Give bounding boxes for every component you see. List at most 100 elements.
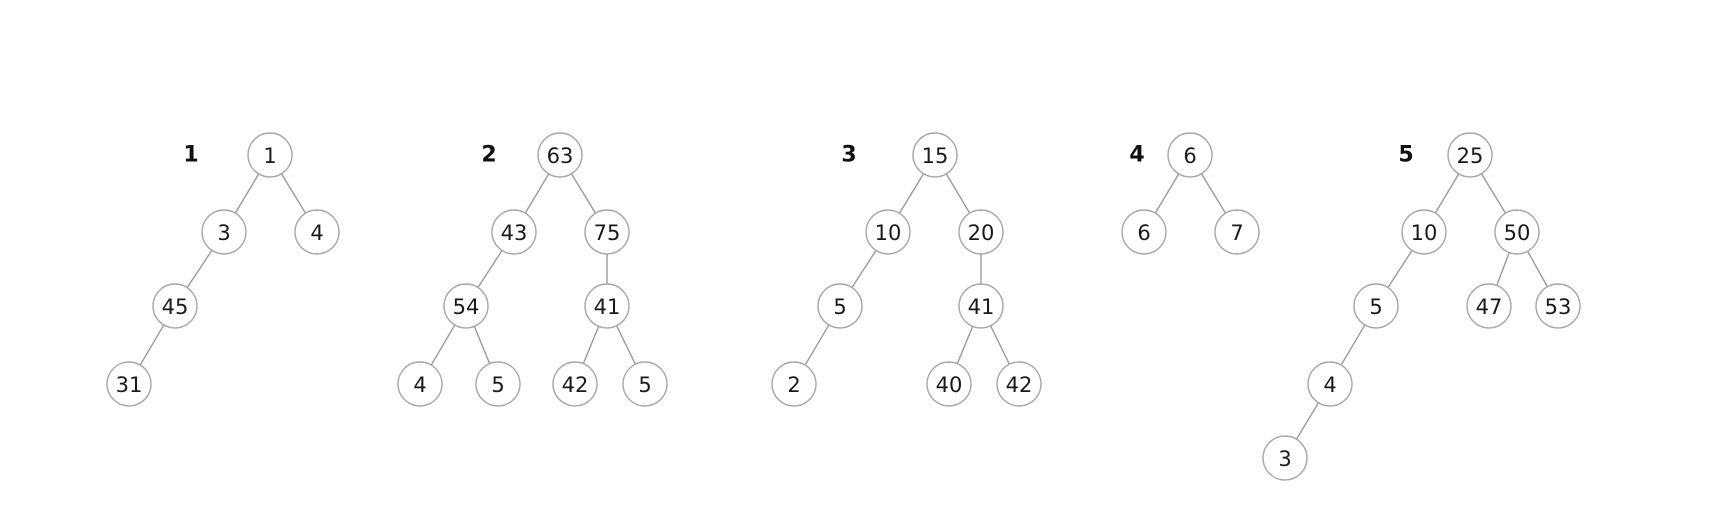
node-value: 5: [1369, 295, 1382, 319]
tree-2-edge: [524, 173, 550, 214]
node-circle: [1466, 283, 1512, 329]
tree-3-edge: [956, 326, 974, 364]
tree-4-edge: [1200, 173, 1227, 214]
tree-2-node: 5: [475, 361, 521, 407]
node-circle: [926, 361, 972, 407]
tree-4-node: 6: [1167, 132, 1213, 178]
tree-2-node: 4: [397, 361, 443, 407]
tree-2-edge: [473, 326, 491, 364]
tree-3-edge: [990, 325, 1010, 365]
node-circle: [247, 132, 293, 178]
node-circle: [397, 361, 443, 407]
tree-3-node: 5: [817, 283, 863, 329]
node-circle: [294, 209, 340, 255]
node-circle: [443, 283, 489, 329]
node-value: 5: [638, 373, 651, 397]
node-circle: [1401, 209, 1447, 255]
edges-layer: [139, 173, 1548, 440]
tree-1-edge: [139, 324, 165, 366]
tree-5-node: 4: [1307, 361, 1353, 407]
node-circle: [552, 361, 598, 407]
tree-1-edge: [280, 173, 307, 214]
node-circle: [537, 132, 583, 178]
tree-2-node: 41: [584, 283, 630, 329]
tree-3-node: 10: [865, 209, 911, 255]
node-circle: [1535, 283, 1581, 329]
node-circle: [958, 209, 1004, 255]
node-value: 54: [453, 295, 480, 319]
tree-2-edge: [477, 250, 503, 288]
node-circle: [958, 283, 1004, 329]
tree-5-node: 5: [1353, 283, 1399, 329]
tree-3-node: 42: [996, 361, 1042, 407]
node-circle: [1494, 209, 1540, 255]
tree-5-node: 47: [1466, 283, 1512, 329]
node-circle: [817, 283, 863, 329]
tree-5-edge: [1527, 250, 1548, 288]
node-circle: [1121, 209, 1167, 255]
tree-3-edge: [851, 250, 877, 288]
tree-3-edge: [804, 324, 830, 366]
tree-5-edge: [1340, 324, 1366, 366]
node-circle: [622, 361, 668, 407]
node-circle: [1447, 132, 1493, 178]
tree-number-label: 2: [481, 143, 496, 168]
tree-1-edge: [234, 173, 260, 214]
node-value: 6: [1183, 144, 1196, 168]
node-value: 63: [547, 144, 574, 168]
node-value: 6: [1137, 221, 1150, 245]
tree-2-node: 42: [552, 361, 598, 407]
tree-3-node: 15: [912, 132, 958, 178]
tree-5-node: 3: [1262, 435, 1308, 481]
node-circle: [584, 283, 630, 329]
node-value: 45: [162, 295, 189, 319]
tree-3-edge: [898, 173, 925, 214]
tree-2-node: 75: [584, 209, 630, 255]
node-value: 42: [562, 373, 589, 397]
tree-number-label: 3: [841, 143, 856, 168]
tree-5-edge: [1434, 173, 1460, 214]
tree-3-node: 20: [958, 209, 1004, 255]
node-circle: [1214, 209, 1260, 255]
tree-3-edge: [945, 173, 971, 214]
node-circle: [106, 361, 152, 407]
node-value: 41: [594, 295, 621, 319]
node-circle: [912, 132, 958, 178]
node-value: 4: [413, 373, 426, 397]
node-circle: [475, 361, 521, 407]
node-value: 47: [1476, 295, 1503, 319]
node-circle: [1262, 435, 1308, 481]
tree-2-node: 43: [491, 209, 537, 255]
tree-1-node: 31: [106, 361, 152, 407]
tree-5-edge: [1387, 250, 1413, 288]
node-value: 4: [1323, 373, 1336, 397]
tree-5-node: 25: [1447, 132, 1493, 178]
node-value: 5: [833, 295, 846, 319]
node-circle: [491, 209, 537, 255]
node-value: 15: [922, 144, 949, 168]
tree-4-edge: [1154, 173, 1180, 214]
tree-1-node: 1: [247, 132, 293, 178]
node-value: 31: [116, 373, 143, 397]
node-circle: [1167, 132, 1213, 178]
node-circle: [152, 283, 198, 329]
tree-1-edge: [186, 249, 213, 289]
node-circle: [1307, 361, 1353, 407]
tree-number-label: 4: [1129, 143, 1144, 168]
tree-1-node: 3: [201, 209, 247, 255]
tree-2-edge: [582, 326, 600, 364]
node-value: 50: [1504, 221, 1531, 245]
tree-2-edge: [570, 173, 597, 214]
node-value: 3: [217, 221, 230, 245]
node-value: 42: [1006, 373, 1033, 397]
node-value: 4: [310, 221, 323, 245]
node-circle: [771, 361, 817, 407]
node-value: 10: [875, 221, 902, 245]
node-circle: [865, 209, 911, 255]
node-value: 10: [1411, 221, 1438, 245]
tree-2-node: 63: [537, 132, 583, 178]
tree-2-edge: [430, 324, 456, 366]
